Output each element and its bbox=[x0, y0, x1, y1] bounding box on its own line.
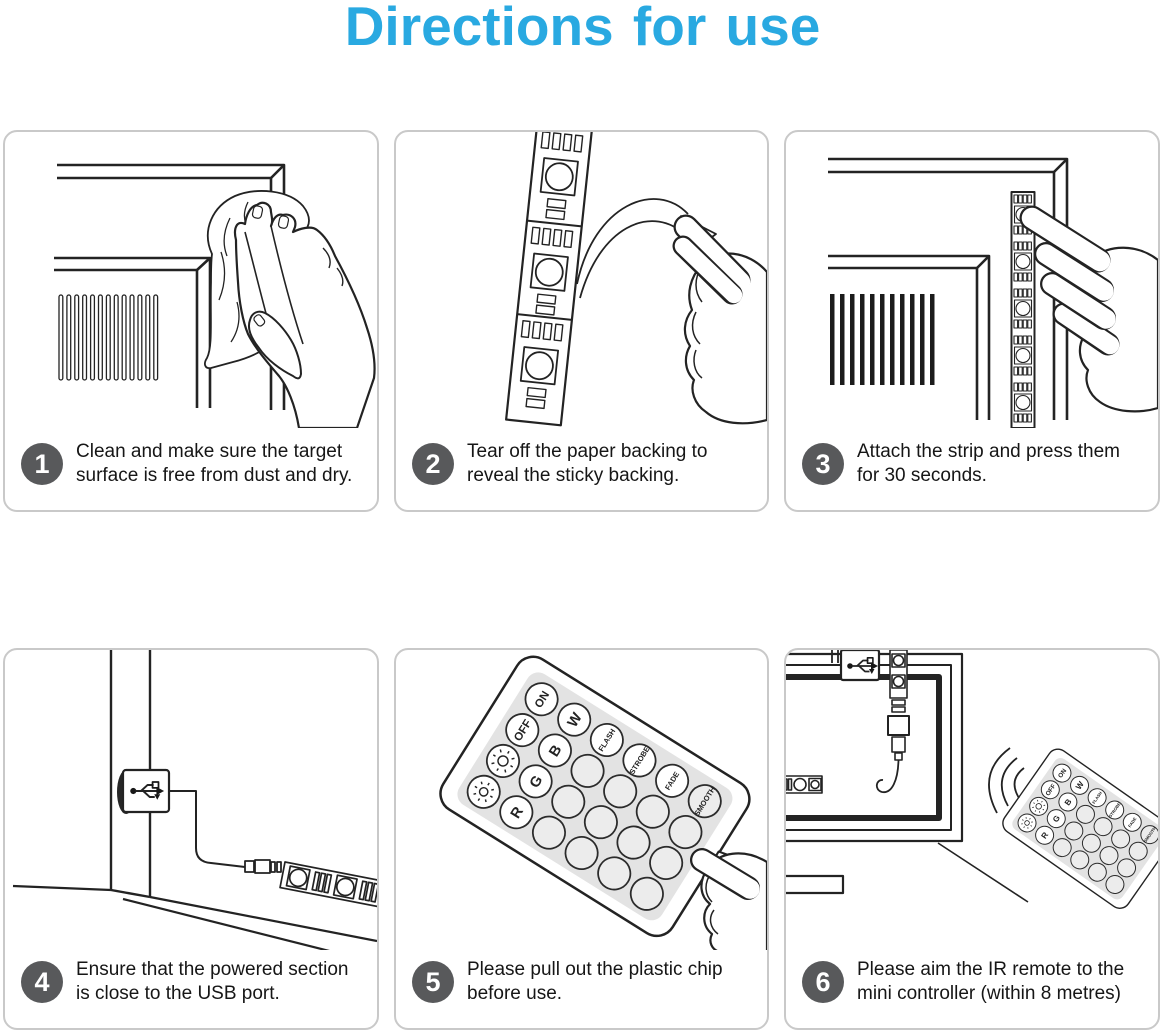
usb-plug-top bbox=[831, 650, 881, 682]
thumb bbox=[248, 310, 302, 380]
hand-pinching bbox=[672, 214, 767, 425]
knuckle-lines bbox=[322, 247, 344, 287]
strip-connector bbox=[244, 859, 282, 874]
strip-piece-left bbox=[786, 775, 823, 794]
vent-slats bbox=[830, 294, 935, 385]
step-caption-text: Ensure that the powered section is close… bbox=[76, 959, 349, 1004]
step-number-badge: 3 bbox=[802, 443, 844, 485]
tv-frame-lower bbox=[828, 254, 991, 420]
index-finger bbox=[1019, 205, 1111, 273]
step-number-badge: 4 bbox=[21, 961, 63, 1003]
usb-wall-port bbox=[117, 768, 171, 814]
strip-contacts bbox=[520, 132, 584, 342]
tv-frame-upper bbox=[828, 157, 1069, 420]
step-caption-4: 4 Ensure that the powered section is clo… bbox=[21, 958, 369, 1006]
step-caption-1: 1 Clean and make sure the target surface… bbox=[21, 440, 369, 488]
hand-pulling-tab bbox=[690, 848, 767, 950]
aim-remote-illustration bbox=[786, 650, 1158, 914]
step-panel-2: 2 Tear off the paper backing to reveal t… bbox=[394, 130, 769, 512]
step-number-badge: 5 bbox=[412, 961, 454, 1003]
step-caption-text: Tear off the paper backing to reveal the… bbox=[467, 441, 708, 486]
thumb bbox=[672, 235, 743, 305]
step-panel-5: OFF ON R G B W FLASH STROBE FADE SMOOTH bbox=[394, 648, 769, 1030]
hand-pressing bbox=[1019, 205, 1158, 413]
tear-backing-illustration bbox=[505, 132, 767, 427]
step-caption-text: Attach the strip and press them for 30 s… bbox=[857, 441, 1120, 486]
tv-stand-base bbox=[786, 874, 845, 895]
powered-strip bbox=[279, 861, 377, 910]
step-panel-1: 1 Clean and make sure the target surface… bbox=[3, 130, 379, 512]
vent-slats bbox=[58, 294, 159, 381]
remote-chip-illustration: OFF ON R G B W FLASH STROBE FADE SMOOTH bbox=[432, 650, 767, 950]
strip-leds bbox=[519, 157, 579, 386]
step-panel-6: 6 Please aim the IR remote to the mini c… bbox=[784, 648, 1160, 1030]
floor-lines bbox=[12, 884, 377, 950]
ir-signal-waves bbox=[988, 747, 1025, 814]
usb-port-illustration bbox=[12, 650, 377, 950]
step-caption-text: Please pull out the plastic chip before … bbox=[467, 959, 723, 1004]
step-caption-6: 6 Please aim the IR remote to the mini c… bbox=[802, 958, 1150, 1006]
usb-cable bbox=[169, 790, 246, 868]
hand-wiping bbox=[233, 201, 376, 428]
step-number-badge: 1 bbox=[21, 443, 63, 485]
step-caption-3: 3 Attach the strip and press them for 30… bbox=[802, 440, 1150, 488]
step-caption-5: 5 Please pull out the plastic chip befor… bbox=[412, 958, 759, 1006]
strip-resistors bbox=[525, 197, 567, 410]
step-panel-4: 4 Ensure that the powered section is clo… bbox=[3, 648, 379, 1030]
strip-and-controller bbox=[875, 650, 910, 793]
steps-grid: 1 Clean and make sure the target surface… bbox=[3, 130, 1162, 1030]
step-caption-text: Please aim the IR remote to the mini con… bbox=[857, 959, 1125, 1004]
other-fingers bbox=[1034, 242, 1120, 356]
index-finger bbox=[673, 214, 751, 293]
step-caption-text: Clean and make sure the target surface i… bbox=[76, 441, 353, 486]
clean-surface-illustration bbox=[54, 163, 376, 428]
attach-strip-illustration bbox=[828, 157, 1158, 428]
led-strip bbox=[505, 132, 594, 427]
tv-back bbox=[786, 652, 964, 843]
step-number-badge: 6 bbox=[802, 961, 844, 1003]
thumb bbox=[690, 848, 760, 900]
floor-line bbox=[937, 842, 1029, 903]
fingernails bbox=[251, 205, 290, 327]
step-caption-2: 2 Tear off the paper backing to reveal t… bbox=[412, 440, 759, 488]
page-title: Directions for use bbox=[344, 0, 821, 57]
step-number-badge: 2 bbox=[412, 443, 454, 485]
step-panel-3: 3 Attach the strip and press them for 30… bbox=[784, 130, 1160, 512]
